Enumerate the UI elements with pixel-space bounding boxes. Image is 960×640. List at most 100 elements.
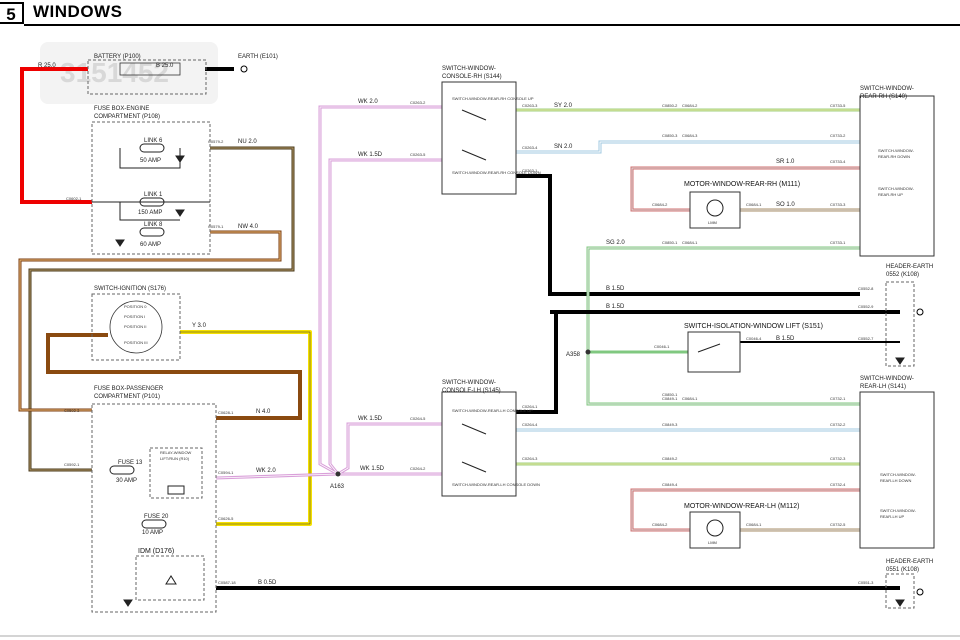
ignition-label: SWITCH-IGNITION (S176) xyxy=(94,286,166,292)
conn-c0579-1: C0579-1 xyxy=(208,224,224,229)
conn-c0684-3: C0684-3 xyxy=(682,133,698,138)
conn-c0263-2: C0263-2 xyxy=(410,100,426,105)
conn-c0733-1: C0733-1 xyxy=(830,240,846,245)
sw-rh-contacts xyxy=(461,109,487,161)
conn-c0732-2: C0732-2 xyxy=(830,422,846,427)
conn-c0592-1: C0592-1 xyxy=(64,462,80,467)
conn-c0263-4: C0263-4 xyxy=(522,145,538,150)
ignition-box xyxy=(91,293,181,361)
switch-rear-rh xyxy=(859,95,935,257)
sw-rh-label-1: SWITCH-WINDOW- xyxy=(442,66,496,72)
rr-up-2: REAR-RH UP xyxy=(878,192,903,197)
conn-c0849-3: C0849-3 xyxy=(662,422,678,427)
sw-lh-label-1: SWITCH-WINDOW- xyxy=(442,380,496,386)
conn-c0850-1: C0850-1 xyxy=(662,240,678,245)
motor-lh-box xyxy=(689,511,741,549)
wire-label-b15c: B 1.5D xyxy=(776,336,795,342)
page-title: WINDOWS xyxy=(33,2,123,21)
sw-rh-up-label: SWITCH-WINDOW-REAR-RH CONSOLE UP xyxy=(452,96,534,101)
conn-c0626-5: C0626-5 xyxy=(218,516,234,521)
conn-c0263-3: C0263-3 xyxy=(522,103,538,108)
sw-lh-label-2: CONSOLE-LH (S145) xyxy=(442,388,501,394)
isolation-switch-box xyxy=(687,331,741,373)
conn-c0732-5: C0732-5 xyxy=(830,522,846,527)
header-rule xyxy=(24,24,960,26)
wire-label-sg: SG 2.0 xyxy=(606,240,625,246)
link1-label: LINK 1 xyxy=(144,192,163,198)
earth-e101-icon xyxy=(240,65,248,73)
relay-coil-icon xyxy=(167,485,185,495)
sw-rear-lh-label-2: REAR-LH (S141) xyxy=(860,384,906,390)
wire-label-b05: B 0.5D xyxy=(258,580,277,586)
wire-nu-stripe xyxy=(29,147,294,471)
conn-c0579-2: C0579-2 xyxy=(208,139,224,144)
rl-down-1: SWITCH-WINDOW- xyxy=(880,472,917,477)
conn-c0850-1b: C0850-1 xyxy=(662,392,678,397)
wire-b-lh xyxy=(516,312,558,414)
fusebox-engine-label-2: COMPARTMENT (P108) xyxy=(94,114,160,120)
relay-box xyxy=(149,447,203,499)
wire-battery-red xyxy=(20,67,92,204)
switch-rear-lh xyxy=(859,391,935,549)
conn-c0732-4: C0732-4 xyxy=(830,482,846,487)
conn-c0733-5: C0733-5 xyxy=(830,103,846,108)
conn-c0592-3: C0592-3 xyxy=(64,408,80,413)
earth-552-icon xyxy=(916,308,924,316)
wire-label-b15b: B 1.5D xyxy=(606,304,625,310)
conn-c0264-3: C0264-3 xyxy=(522,456,538,461)
ground-symbols xyxy=(115,155,905,607)
header-earth-552-box xyxy=(885,281,915,367)
conn-c0684-2c: C0684-2 xyxy=(652,522,668,527)
fusebox-pass-label-2: COMPARTMENT (P101) xyxy=(94,394,160,400)
rl-down-2: REAR-LH DOWN xyxy=(880,478,911,483)
fuse20-amp: 10 AMP xyxy=(142,530,163,536)
hdr-551-label-1: HEADER-EARTH xyxy=(886,559,933,565)
conn-c0850-2: C0850-2 xyxy=(662,103,678,108)
conn-c0264-5: C0264-5 xyxy=(410,416,426,421)
ignition-switch-icon xyxy=(109,300,163,354)
switch-console-lh xyxy=(441,391,517,497)
wire-label-b15a: B 1.5D xyxy=(606,286,625,292)
fuse13-label: FUSE 13 xyxy=(118,460,143,466)
wire-label-wk-lh2: WK 1.5D xyxy=(360,466,385,472)
wire-label-sn: SN 2.0 xyxy=(554,144,573,150)
wire-label-so: SO 1.0 xyxy=(776,202,795,208)
idm-box xyxy=(135,555,205,601)
sw-lh-contacts xyxy=(461,423,487,473)
wire-label-nw: NW 4.0 xyxy=(238,224,259,230)
motor-lh-label: MOTOR-WINDOW-REAR-LH (M112) xyxy=(684,503,800,510)
conn-c0264-4: C0264-4 xyxy=(522,422,538,427)
motor-lh-icon xyxy=(706,519,724,537)
wire-y-edge xyxy=(180,331,311,525)
connector-labels: C0602-1 C0579-2 C0579-1 C0263-2 C0263-5 … xyxy=(64,100,874,585)
wire-label-sr: SR 1.0 xyxy=(776,159,795,165)
fuse13-amp: 30 AMP xyxy=(116,478,137,484)
battery-box xyxy=(87,59,207,95)
conn-c0684-1b: C0684-1 xyxy=(682,240,698,245)
wire-label-wk-top: WK 2.0 xyxy=(358,99,378,105)
hdr-551-label-2: 0551 (K108) xyxy=(886,567,919,573)
wire-wk-group xyxy=(215,105,442,480)
fusebox-pass-label-1: FUSE BOX-PASSENGER xyxy=(94,386,164,392)
splice-a358-label: A358 xyxy=(566,352,581,358)
ign-pos-1: POSITION I xyxy=(124,314,145,319)
wire-label-wk-lh: WK 1.5D xyxy=(358,416,383,422)
wire-label-wk-relay: WK 2.0 xyxy=(256,468,276,474)
sw-lh-down-label: SWITCH-WINDOW-REAR-LH CONSOLE DOWN xyxy=(452,482,540,487)
fusebox-engine-label-1: FUSE BOX-ENGINE xyxy=(94,106,149,112)
fuse20-icon xyxy=(141,519,167,529)
splice-a358 xyxy=(585,349,591,355)
sw-rear-rh-label-1: SWITCH-WINDOW- xyxy=(860,86,914,92)
conn-c0733-4: C0733-4 xyxy=(830,159,846,164)
conn-c0733-2: C0733-2 xyxy=(830,133,846,138)
conn-c0849-2: C0849-2 xyxy=(662,456,678,461)
conn-c0594-1: C0594-1 xyxy=(218,470,234,475)
wire-nw-stripe xyxy=(19,231,281,411)
rr-down-1: SWITCH-WINDOW- xyxy=(878,148,915,153)
conn-c0684-1a: C0684-1 xyxy=(746,202,762,207)
conn-c0263-1: C0263-1 xyxy=(522,168,538,173)
fusebox-pass-box xyxy=(91,403,217,613)
page-header: 5 WINDOWS xyxy=(0,0,960,26)
conn-c0733-3: C0733-3 xyxy=(830,202,846,207)
